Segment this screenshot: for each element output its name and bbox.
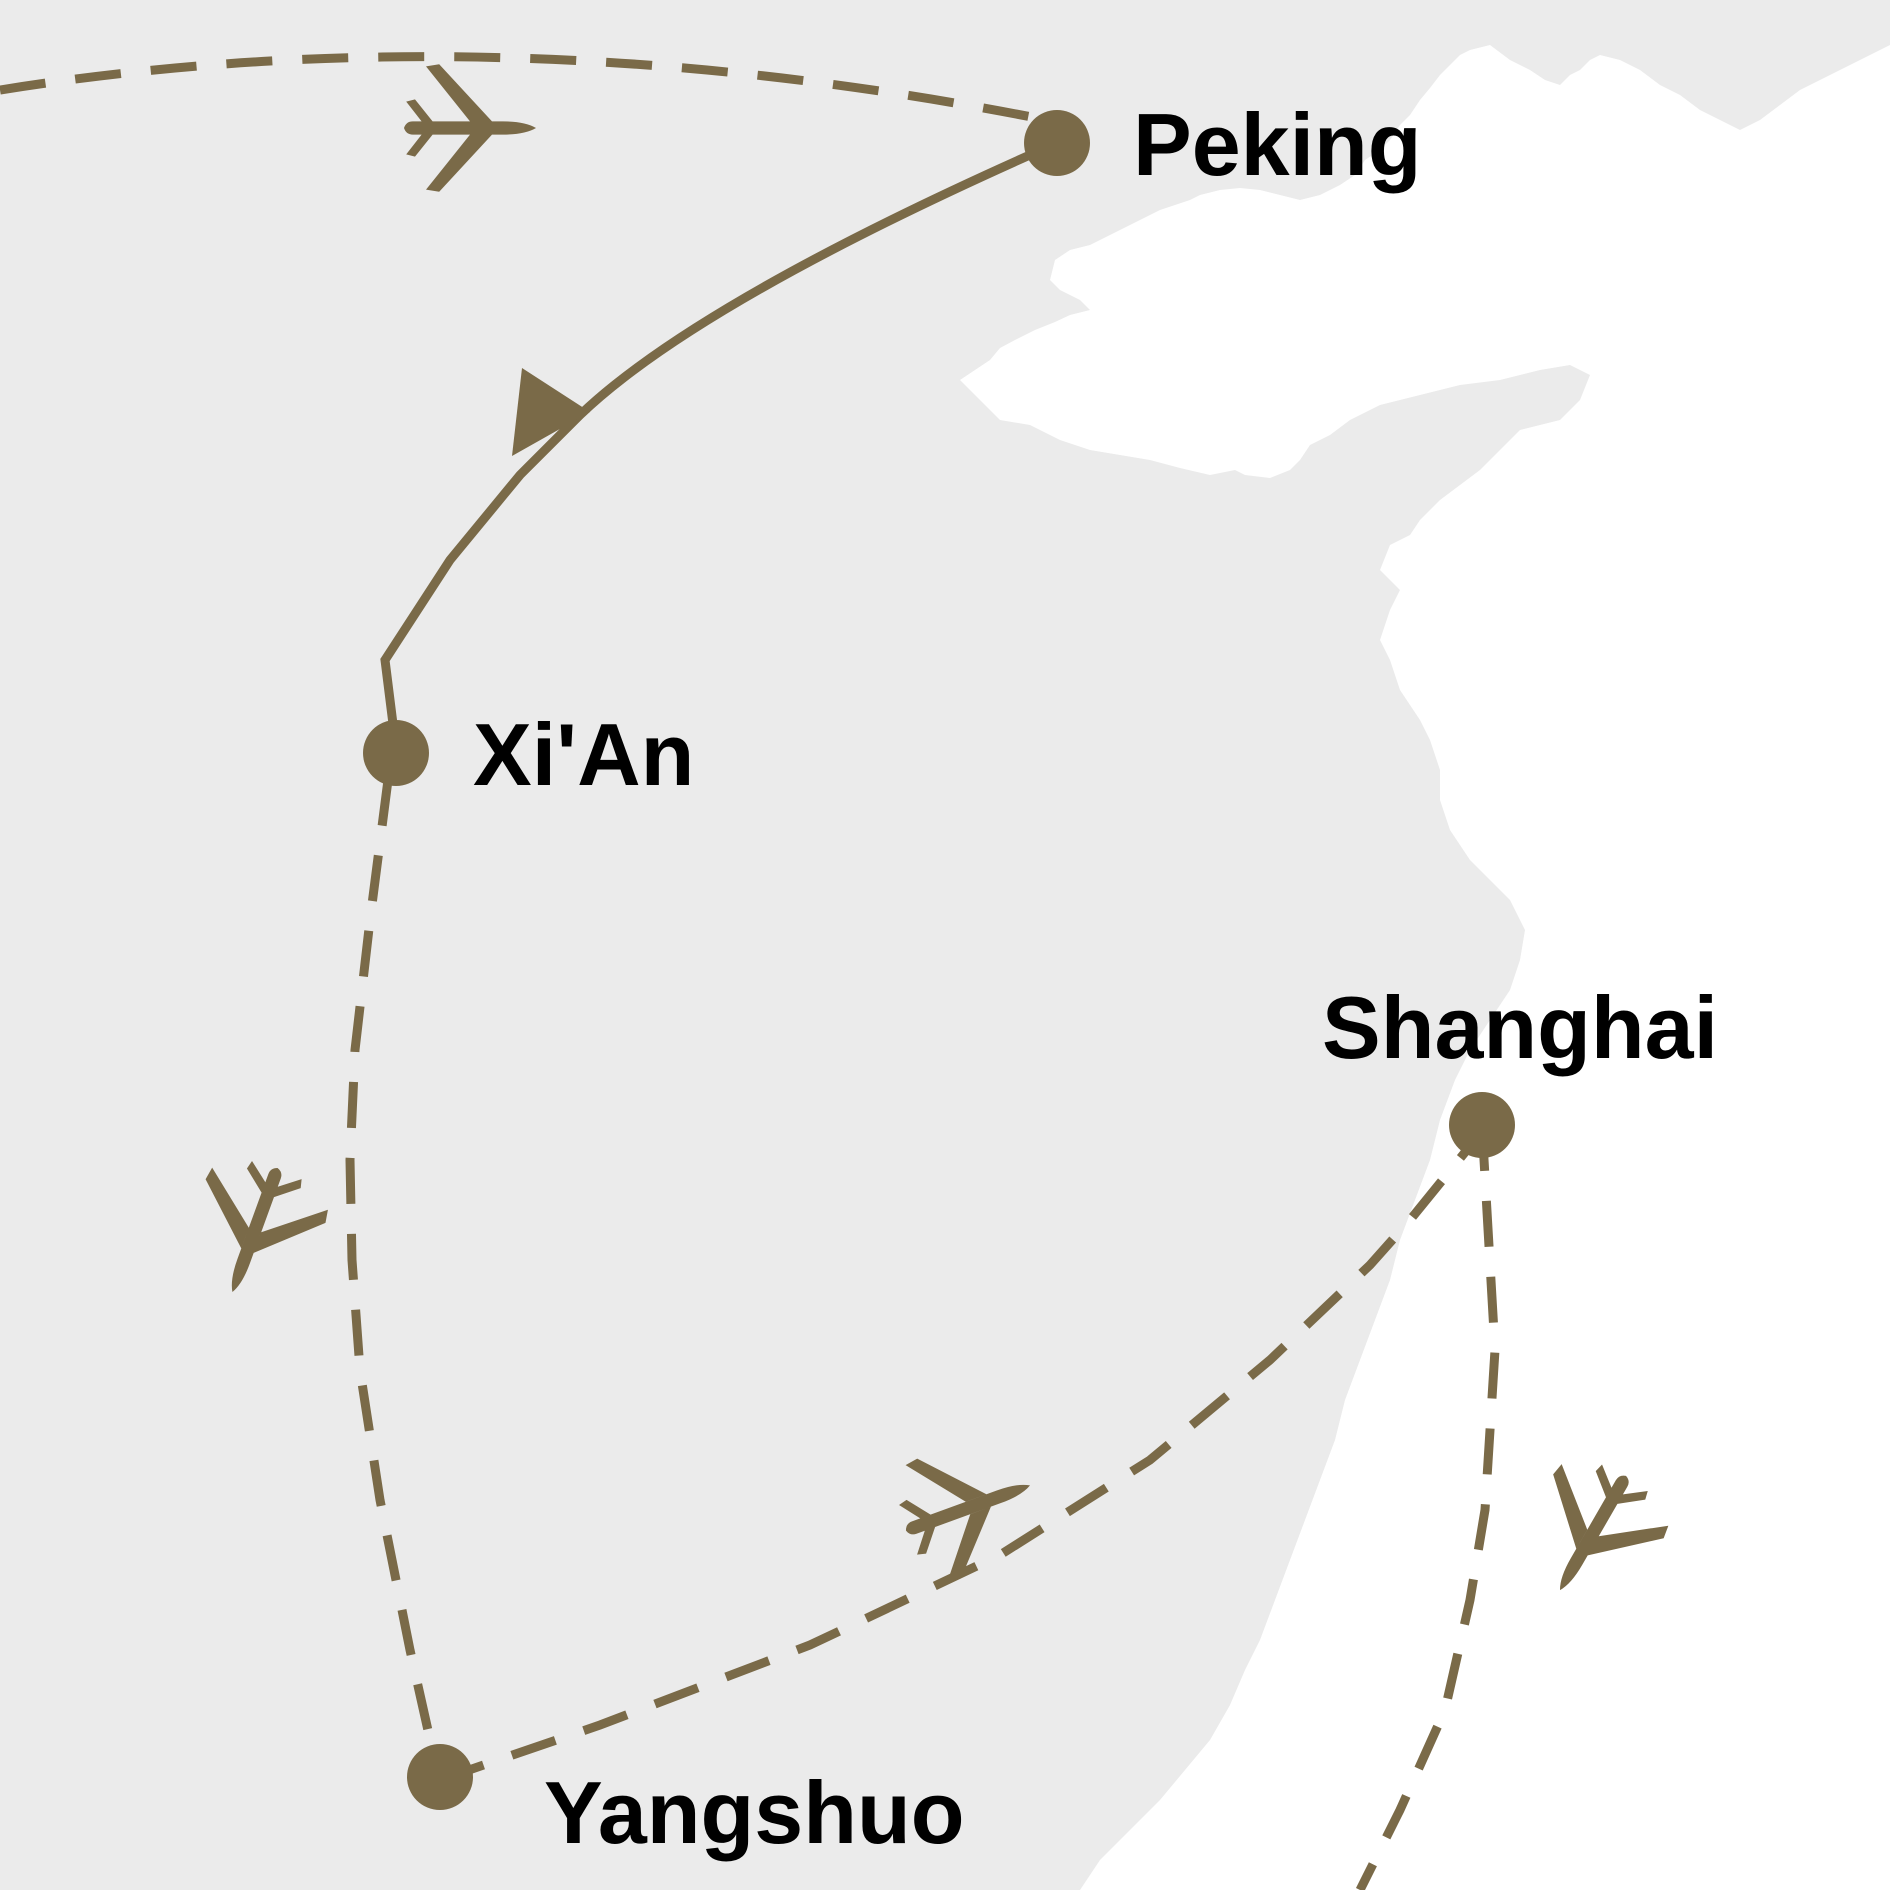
city-marker-shanghai: [1449, 1092, 1515, 1158]
route-outgoing-shanghai: [1355, 1124, 1500, 1890]
island: [1440, 1250, 1470, 1290]
route-xian-yangshuo: [345, 779, 443, 1776]
land-mass: [960, 0, 1890, 1890]
city-marker-peking: [1024, 110, 1090, 176]
island: [1490, 1700, 1545, 1790]
city-label-yangshuo: Yangshuo: [544, 1763, 965, 1862]
city-label-shanghai: Shanghai: [1322, 978, 1718, 1077]
direction-arrow-icon: [512, 368, 590, 456]
city-label-xian: Xi'An: [473, 705, 694, 804]
city-marker-xian: [363, 720, 429, 786]
city-label-peking: Peking: [1133, 95, 1422, 194]
city-marker-yangshuo: [407, 1744, 473, 1810]
route-yangshuo-shanghai: [438, 1137, 1479, 1785]
